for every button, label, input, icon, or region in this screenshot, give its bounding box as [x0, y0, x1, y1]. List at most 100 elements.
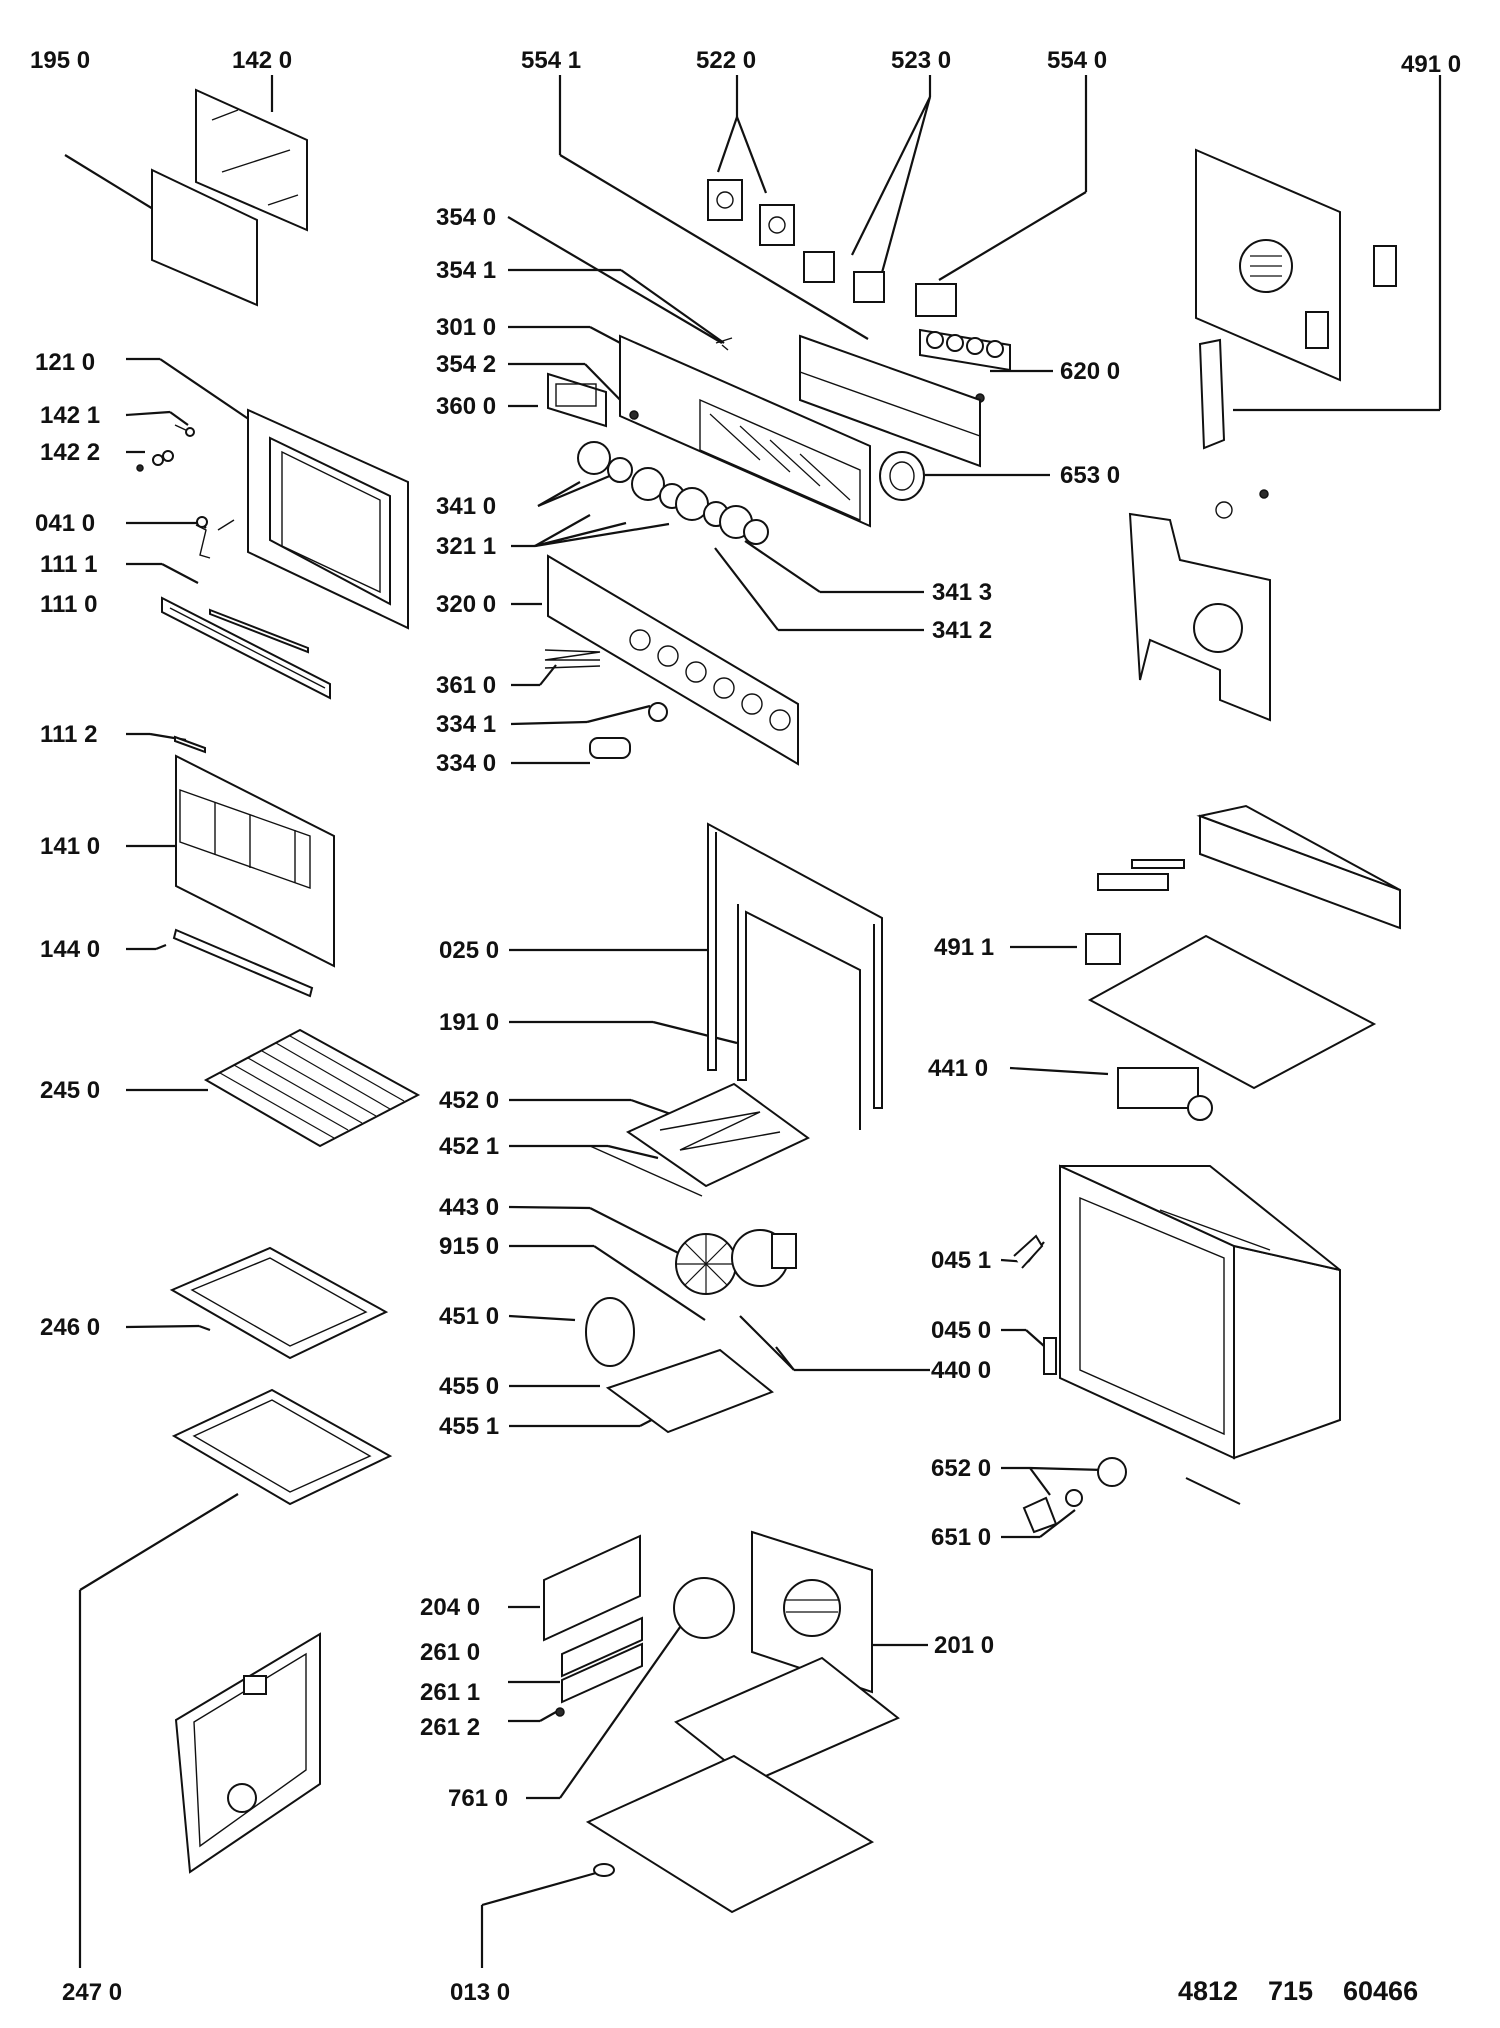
document-code: 4812 715 60466 [1178, 1976, 1418, 2006]
label-142-2: 142 2 [40, 439, 100, 466]
part-195-0-inner-glass [151, 168, 258, 307]
label-142-0: 142 0 [232, 47, 292, 74]
part-915-0-fan-motor [731, 1229, 797, 1287]
part-761-0-disc [673, 1577, 735, 1639]
part-651-0-knob [1022, 1489, 1083, 1534]
part-334-1-lamp-ring [648, 702, 668, 722]
part-653-0-knob-cap [879, 451, 925, 501]
label-653-0: 653 0 [1060, 462, 1120, 489]
part-141-0-inner-door-panel [175, 754, 335, 968]
label-111-1: 111 1 [40, 551, 97, 578]
part-247-0-deep-tray [171, 1388, 393, 1506]
part-522-0-switches [707, 179, 795, 246]
label-144-0: 144 0 [40, 936, 100, 963]
label-334-0: 334 0 [436, 750, 496, 777]
label-651-0: 651 0 [931, 1524, 991, 1551]
part-491-1-sensor-holder [1085, 859, 1185, 965]
label-261-1: 261 1 [420, 1679, 480, 1706]
label-246-0: 246 0 [40, 1314, 100, 1341]
label-142-1: 142 1 [40, 402, 100, 429]
part-oven-cavity [1059, 1164, 1341, 1460]
part-cavity-top-sheet [1087, 934, 1377, 1090]
label-041-0: 041 0 [35, 510, 95, 537]
label-440-0: 440 0 [931, 1357, 991, 1384]
part-111-2-top-strip [174, 735, 206, 754]
label-301-0: 301 0 [436, 314, 496, 341]
label-354-1: 354 1 [436, 257, 496, 284]
part-pin-right [1185, 1477, 1241, 1505]
label-141-0: 141 0 [40, 833, 100, 860]
part-341-0-knobs [577, 441, 769, 545]
part-360-0-display [547, 372, 607, 428]
label-523-0: 523 0 [891, 47, 951, 74]
part-261-0-slats [561, 1616, 643, 1704]
label-354-0: 354 0 [436, 204, 496, 231]
part-354-2-spring [629, 410, 639, 420]
label-491-1: 491 1 [934, 934, 994, 961]
label-452-0: 452 0 [439, 1087, 499, 1114]
label-245-0: 245 0 [40, 1077, 100, 1104]
label-261-2: 261 2 [420, 1714, 480, 1741]
part-301-0-control-frame [619, 334, 871, 528]
part-142-2-washer [136, 450, 174, 472]
part-oven-door-inner [174, 1632, 321, 1874]
part-labels: 195 0 142 0 554 1 522 0 523 0 554 0 491 … [30, 47, 1461, 2006]
label-522-0: 522 0 [696, 47, 756, 74]
label-441-0: 441 0 [928, 1055, 988, 1082]
part-455-0-ring-element [605, 1348, 774, 1434]
label-025-0: 025 0 [439, 937, 499, 964]
label-455-1: 455 1 [439, 1413, 499, 1440]
part-041-0-hinge [195, 516, 235, 559]
part-121-0-door-frame [247, 408, 409, 630]
label-915-0: 915 0 [439, 1233, 499, 1260]
part-361-0-lamp-wires [544, 649, 601, 669]
part-491-0-bracket [1198, 338, 1226, 450]
part-443-0-fan [675, 1233, 737, 1295]
label-491-0: 491 0 [1401, 51, 1461, 78]
label-261-0: 261 0 [420, 1639, 480, 1666]
part-246-0-baking-tray [169, 1246, 389, 1360]
label-191-0: 191 0 [439, 1009, 499, 1036]
label-334-1: 334 1 [436, 711, 496, 738]
part-bottom-plate-2 [585, 1754, 875, 1914]
part-201-0-back-plate [751, 1530, 873, 1694]
part-245-0-wire-rack [203, 1028, 421, 1148]
label-341-2: 341 2 [932, 617, 992, 644]
label-652-0: 652 0 [931, 1455, 991, 1482]
label-247-0: 247 0 [62, 1979, 122, 2006]
label-554-1: 554 1 [521, 47, 581, 74]
label-201-0: 201 0 [934, 1632, 994, 1659]
doc-code-part3: 60466 [1343, 1976, 1418, 2006]
part-fan-bracket [1128, 489, 1271, 722]
label-620-0: 620 0 [1060, 358, 1120, 385]
label-443-0: 443 0 [439, 1194, 499, 1221]
label-761-0: 761 0 [448, 1785, 508, 1812]
label-452-1: 452 1 [439, 1133, 499, 1160]
part-top-duct [799, 334, 981, 468]
part-045-1-clip [1013, 1234, 1044, 1269]
part-142-1-screw [174, 424, 195, 437]
label-321-1: 321 1 [436, 533, 496, 560]
part-652-0-knob [1097, 1457, 1127, 1487]
part-045-0-hinge-receiver [1043, 1337, 1057, 1375]
label-195-0: 195 0 [30, 47, 90, 74]
part-334-0-lamp [589, 737, 631, 759]
label-554-0: 554 0 [1047, 47, 1107, 74]
part-144-0-bottom-strip [172, 928, 314, 998]
part-111-0-door-trim [161, 596, 331, 700]
part-top-cover [1196, 804, 1401, 930]
part-204-0-plate [543, 1534, 641, 1642]
part-451-0-ring [585, 1297, 635, 1367]
part-441-0-motor [1117, 1067, 1213, 1121]
label-204-0: 204 0 [420, 1594, 480, 1621]
doc-code-part2: 715 [1268, 1976, 1313, 2006]
doc-code-part1: 4812 [1178, 1976, 1238, 2006]
label-360-0: 360 0 [436, 393, 496, 420]
label-341-0: 341 0 [436, 493, 496, 520]
label-045-0: 045 0 [931, 1317, 991, 1344]
part-620-0-terminal-block [919, 328, 1011, 403]
label-455-0: 455 0 [439, 1373, 499, 1400]
label-341-3: 341 3 [932, 579, 992, 606]
part-354-1-bracket [721, 344, 729, 351]
